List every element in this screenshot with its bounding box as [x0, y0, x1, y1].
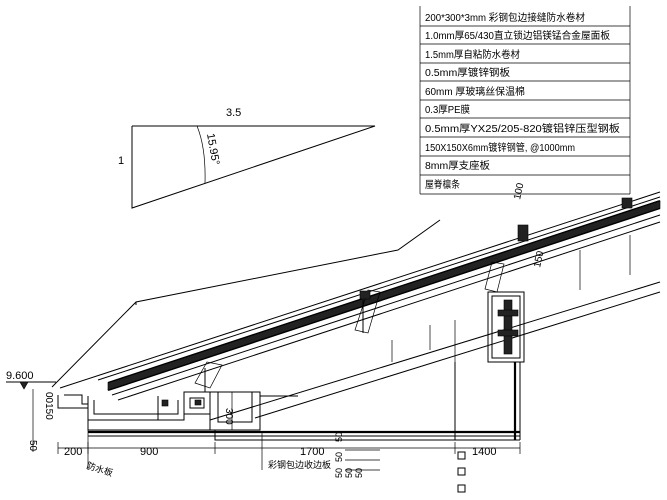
legend-row-5: 60mm 厚玻璃丝保温棉 [425, 85, 525, 98]
legend-row-4: 0.5mm厚镀锌钢板 [425, 66, 510, 79]
bottom-dim-1700: 1700 [300, 446, 324, 458]
legend-row-6: 0.3厚PE膜 [425, 104, 470, 116]
dim-150-top-label: 150 [532, 250, 546, 269]
slope-run-label: 3.5 [226, 107, 241, 119]
dim-100-label: 100 [512, 182, 526, 201]
legend-row-9: 8mm厚支座板 [425, 159, 490, 172]
dimension-annotations: 9.600 00150 50 100 150 300 200 900 1700 … [6, 182, 546, 493]
bottom-dim-1400: 1400 [472, 446, 496, 458]
purlin-supports [194, 197, 633, 392]
slope-angle-label: 15.95° [204, 132, 221, 166]
material-legend-table: 200*300*3mm 彩钢包边接缝防水卷材 1.0mm厚65/430直立锁边铝… [419, 6, 631, 195]
bottom-dim-200: 200 [64, 446, 82, 458]
legend-row-1: 200*300*3mm 彩钢包边接缝防水卷材 [425, 11, 585, 24]
tag-color-steel-trim: 彩钢包边收边板 [268, 459, 331, 470]
dim-300-label: 300 [223, 408, 234, 425]
elevation-label: 9.600 [6, 370, 34, 382]
legend-row-8: 150X150X6mm镀锌钢管, @1000mm [425, 141, 575, 154]
stack-dim-5: 50 [354, 468, 364, 478]
underside-hangers [391, 235, 631, 362]
legend-row-10: 屋脊檩条 [425, 178, 460, 191]
stack-dim-1: 50 [334, 432, 344, 442]
steel-column [454, 291, 525, 440]
tag-waterproof-board: 防水板 [85, 459, 114, 478]
left-vertical-dim: 00150 [43, 392, 54, 420]
bottom-dim-900: 900 [140, 446, 158, 458]
stack-dim-3: 50 [334, 468, 344, 478]
legend-row-3: 1.5mm厚自粘防水卷材 [425, 48, 520, 61]
roof-layers [51, 191, 661, 421]
legend-row-2: 1.0mm厚65/430直立锁边铝镁锰合金屋面板 [425, 29, 610, 42]
slope-indicator: 3.5 1 15.95° [118, 107, 376, 209]
legend-row-7: 0.5mm厚YX25/205-820镀铝锌压型钢板 [425, 122, 620, 135]
stack-dim-4: 50 [344, 468, 354, 478]
eave-gutter [57, 391, 520, 441]
left-small-dim: 50 [27, 440, 38, 452]
stack-dim-2: 50 [334, 452, 344, 462]
slope-rise-label: 1 [118, 155, 124, 167]
